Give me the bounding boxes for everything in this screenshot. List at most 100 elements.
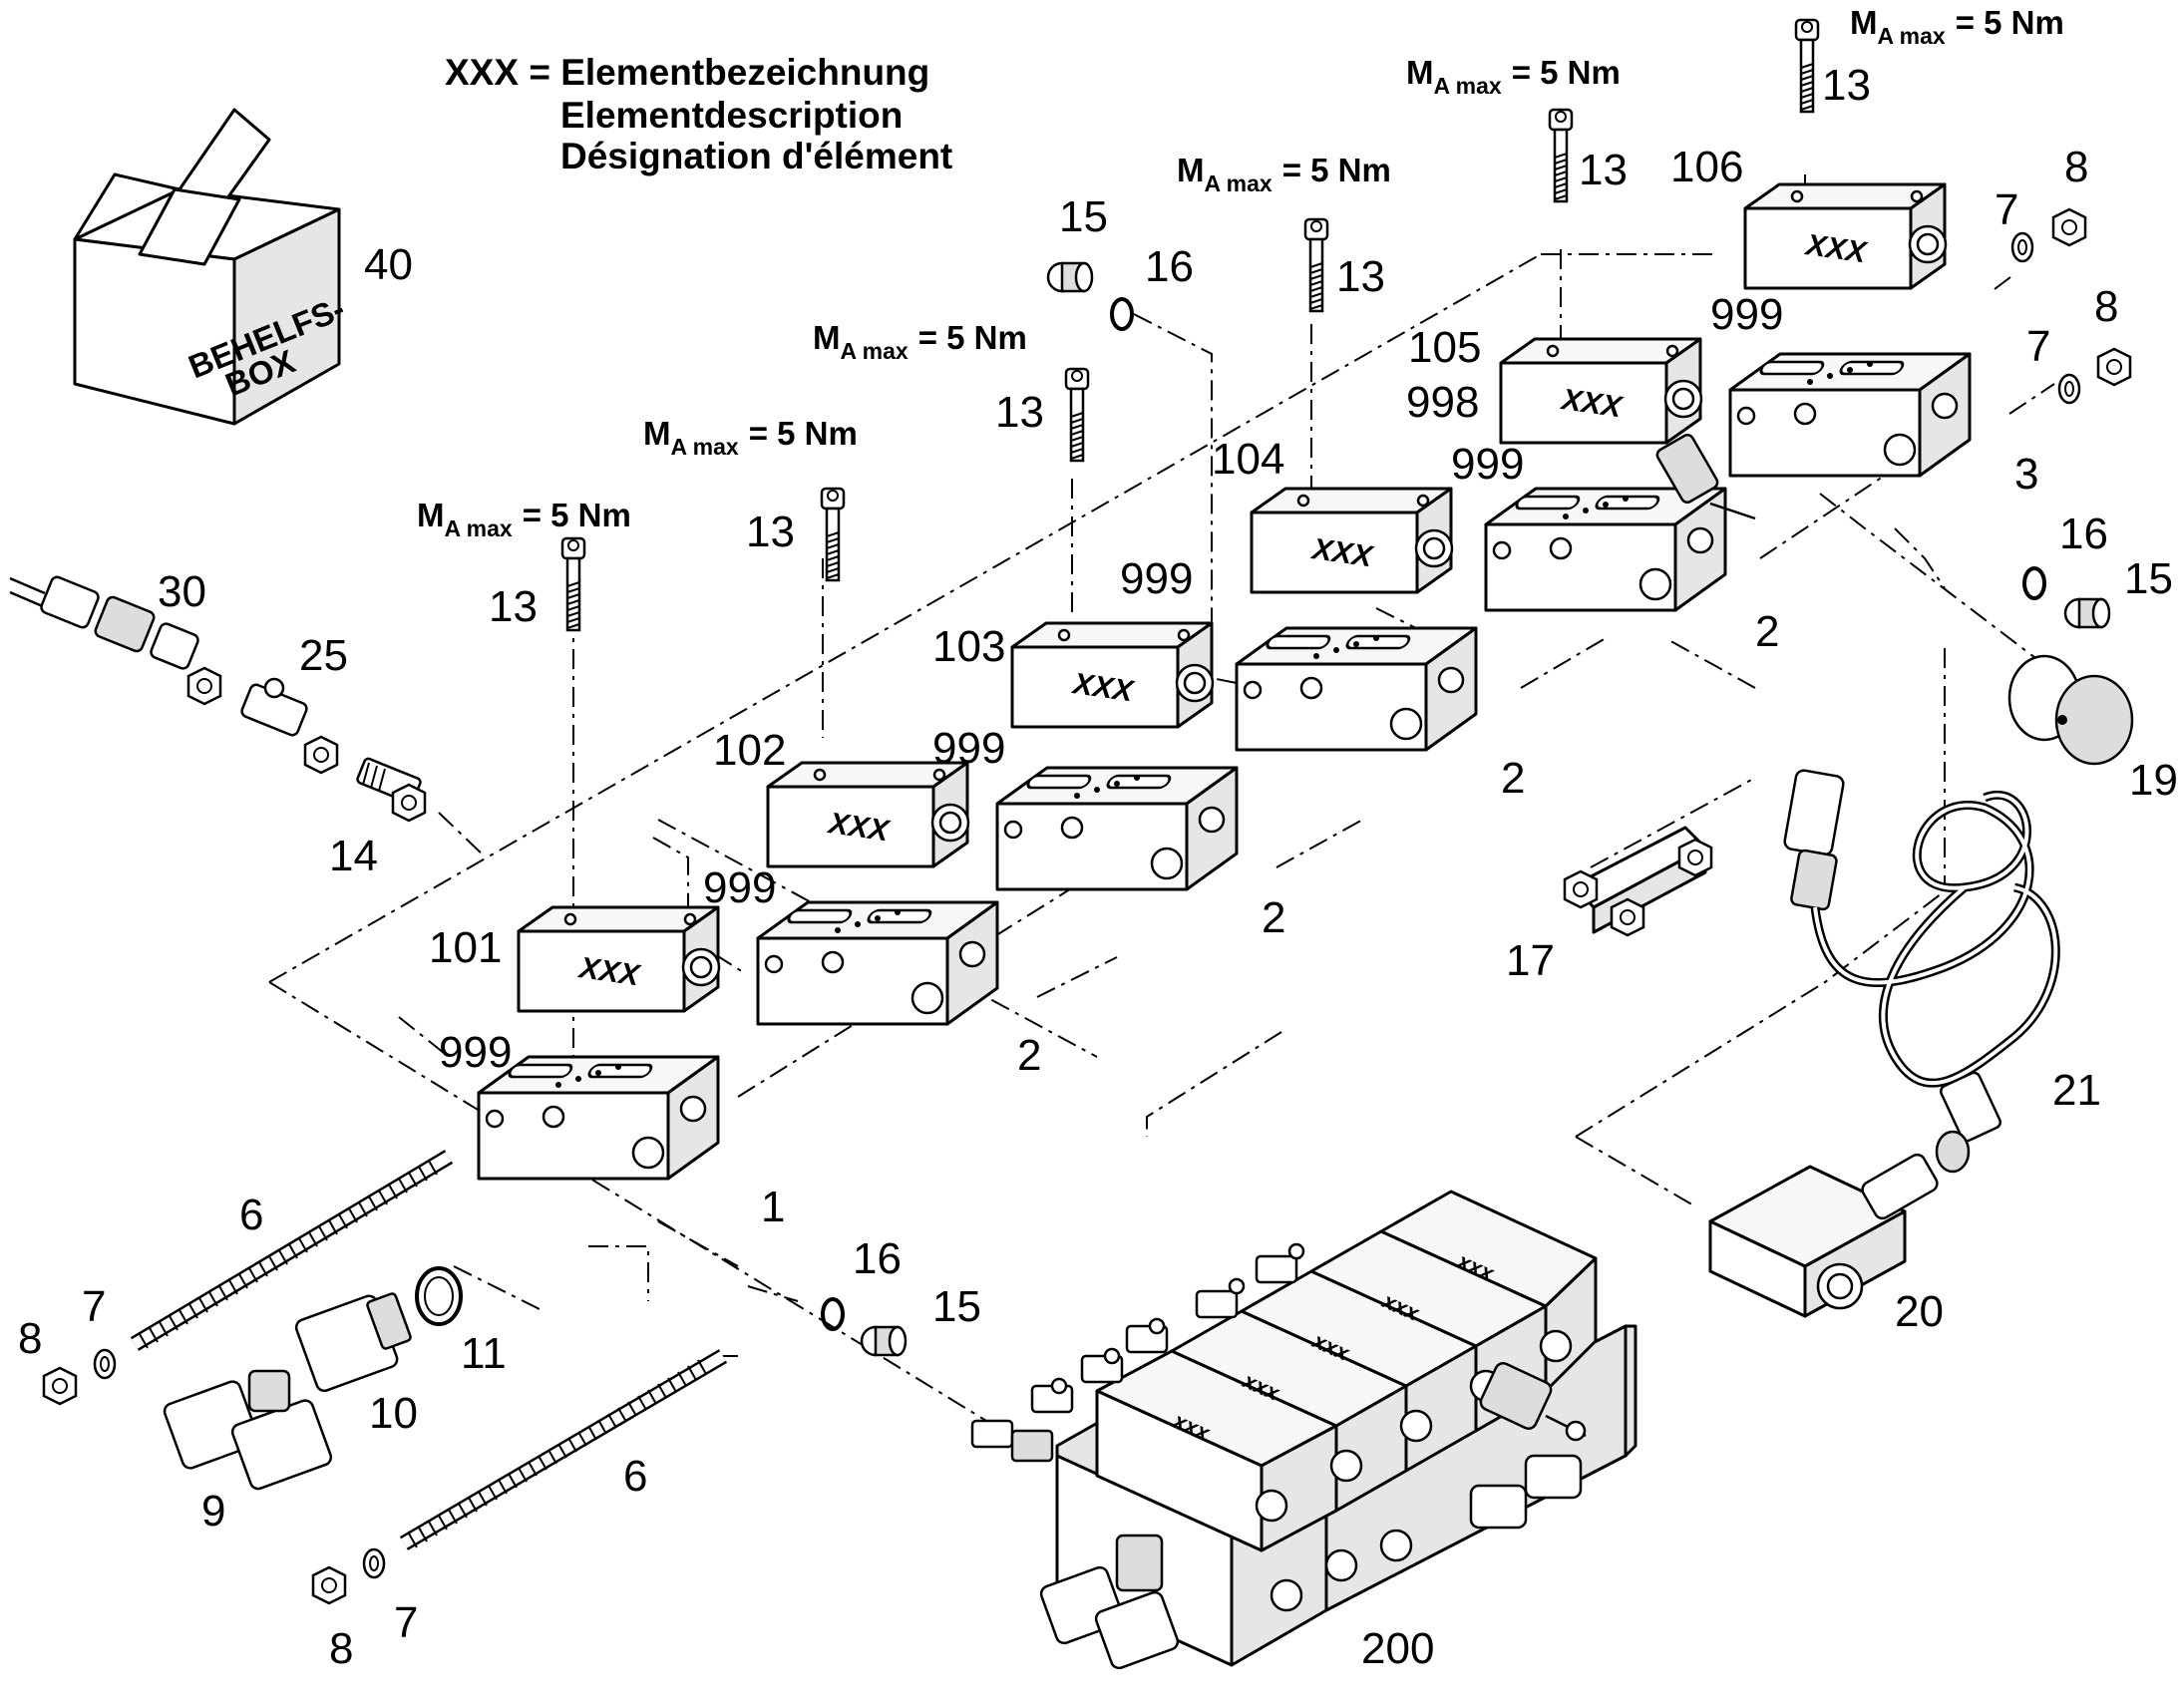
- label-2-b: 2: [1501, 754, 1525, 803]
- element-block-103: XXX: [1010, 621, 1215, 729]
- distributor-block-2b: [995, 766, 1239, 891]
- torque-note-c: MA max= 5 Nm: [813, 319, 1027, 364]
- distributor-block-2a: [756, 900, 999, 1026]
- nut-8-left-lower: [311, 1565, 347, 1605]
- sensor-cable-21: [1783, 769, 2060, 1174]
- label-2-d: 2: [1017, 1031, 1041, 1080]
- label-3: 3: [2014, 450, 2038, 499]
- plug-15-right: [2063, 597, 2111, 629]
- label-7-left: 7: [82, 1282, 106, 1331]
- nut-8-mid: [2096, 347, 2132, 387]
- torque-note-d: MA max= 5 Nm: [1177, 152, 1391, 196]
- legend-line-2: Elementdescription: [560, 95, 903, 136]
- label-200: 200: [1361, 1624, 1434, 1673]
- label-999-e: 999: [1451, 440, 1524, 489]
- label-10: 10: [369, 1389, 418, 1438]
- sensor-20: [1708, 1153, 1939, 1318]
- elbow-fitting-9: [163, 1369, 333, 1491]
- screw-13-f: [1794, 18, 1820, 114]
- behelfs-box-part-40: BEHELFS- BOX: [73, 108, 350, 426]
- label-21: 21: [2052, 1066, 2101, 1115]
- distributor-block-2c: [1235, 626, 1478, 752]
- torque-note-a: MA max= 5 Nm: [417, 497, 631, 541]
- legend-line-1: XXX = Elementbezeichnung: [445, 52, 929, 93]
- label-1: 1: [761, 1183, 785, 1231]
- label-102: 102: [713, 726, 786, 775]
- label-13-c: 13: [995, 388, 1044, 437]
- label-14: 14: [329, 832, 378, 880]
- plug-15-top: [1046, 261, 1094, 293]
- straight-fitting-10: [294, 1292, 412, 1393]
- screw-13-c: [1064, 367, 1090, 463]
- label-13-e: 13: [1579, 146, 1628, 194]
- legend: XXX = Elementbezeichnung Elementdescript…: [445, 52, 952, 176]
- torque-note-e: MA max= 5 Nm: [1406, 54, 1621, 99]
- label-13-d: 13: [1336, 252, 1385, 301]
- label-15-top: 15: [1059, 192, 1108, 241]
- svg-text:MA max= 5 Nm: MA max= 5 Nm: [1850, 4, 2064, 49]
- label-106: 106: [1670, 143, 1743, 191]
- label-11: 11: [461, 1329, 507, 1378]
- bridge-connector-17: [1563, 826, 1713, 937]
- svg-text:MA max= 5 Nm: MA max= 5 Nm: [643, 415, 858, 460]
- seal-ring-16-top: [1110, 297, 1134, 331]
- label-13-f: 13: [1822, 61, 1871, 110]
- svg-text:MA max= 5 Nm: MA max= 5 Nm: [813, 319, 1027, 364]
- label-13-a: 13: [489, 582, 538, 631]
- screw-13-e: [1548, 108, 1574, 203]
- svg-text:MA max= 5 Nm: MA max= 5 Nm: [1177, 152, 1391, 196]
- label-19: 19: [2129, 756, 2178, 805]
- svg-text:MA max= 5 Nm: MA max= 5 Nm: [1406, 54, 1621, 99]
- label-104: 104: [1212, 435, 1284, 484]
- label-17: 17: [1506, 936, 1555, 985]
- label-999-b: 999: [703, 863, 776, 912]
- svg-text:MA max= 5 Nm: MA max= 5 Nm: [417, 497, 631, 541]
- element-block-104: XXX: [1250, 487, 1454, 594]
- cap-19: [2007, 654, 2134, 766]
- label-15-bottom: 15: [932, 1282, 981, 1331]
- element-block-102: XXX: [766, 761, 970, 868]
- nut-8-left-upper: [42, 1366, 78, 1406]
- tie-rod-6-upper: [130, 1150, 454, 1351]
- seal-ring-16-right: [2022, 566, 2046, 600]
- nut-8-top: [2051, 207, 2087, 247]
- hose-fitting-assembly: [9, 575, 427, 823]
- element-block-101: XXX: [517, 905, 721, 1013]
- label-103: 103: [932, 622, 1005, 671]
- label-40: 40: [364, 240, 413, 289]
- part-labels: 101 102 103 104 105 106 999 999 999 999 …: [18, 61, 2178, 1673]
- screw-13-b: [820, 487, 846, 582]
- distributor-block-3: [1728, 352, 1972, 478]
- label-30: 30: [158, 567, 206, 616]
- label-8-top: 8: [2064, 143, 2088, 191]
- label-7-bottom: 7: [394, 1598, 418, 1647]
- label-16-bottom: 16: [853, 1234, 902, 1283]
- label-8-left: 8: [18, 1314, 42, 1363]
- label-8-bottom: 8: [329, 1624, 353, 1673]
- label-20: 20: [1895, 1287, 1944, 1336]
- assembled-unit-200: xxx xxx xxx xxx xxx: [970, 1190, 1637, 1670]
- label-13-b: 13: [746, 508, 795, 556]
- label-6-lower: 6: [623, 1452, 647, 1501]
- label-7-mid: 7: [2026, 322, 2050, 371]
- legend-line-3: Désignation d'élément: [560, 136, 952, 176]
- screw-13-a: [560, 536, 586, 632]
- label-8-mid: 8: [2094, 282, 2118, 331]
- label-15-right: 15: [2124, 554, 2173, 603]
- label-999-a: 999: [439, 1028, 512, 1077]
- label-2-a: 2: [1755, 607, 1779, 656]
- label-6-upper: 6: [239, 1191, 263, 1239]
- washer-7-left-lower: [362, 1547, 386, 1579]
- torque-note-b: MA max= 5 Nm: [643, 415, 858, 460]
- label-16-right: 16: [2059, 510, 2108, 558]
- washer-7-left-upper: [93, 1348, 117, 1380]
- washer-7-mid: [2057, 373, 2081, 405]
- plug-15-bottom: [860, 1325, 908, 1357]
- distributor-block-2d: [1484, 487, 1727, 612]
- seal-ring-16-bottom: [821, 1297, 845, 1331]
- label-999-f: 999: [1710, 290, 1783, 339]
- label-7-top: 7: [1995, 185, 2018, 234]
- label-999-d: 999: [1120, 554, 1193, 603]
- label-9: 9: [201, 1487, 225, 1536]
